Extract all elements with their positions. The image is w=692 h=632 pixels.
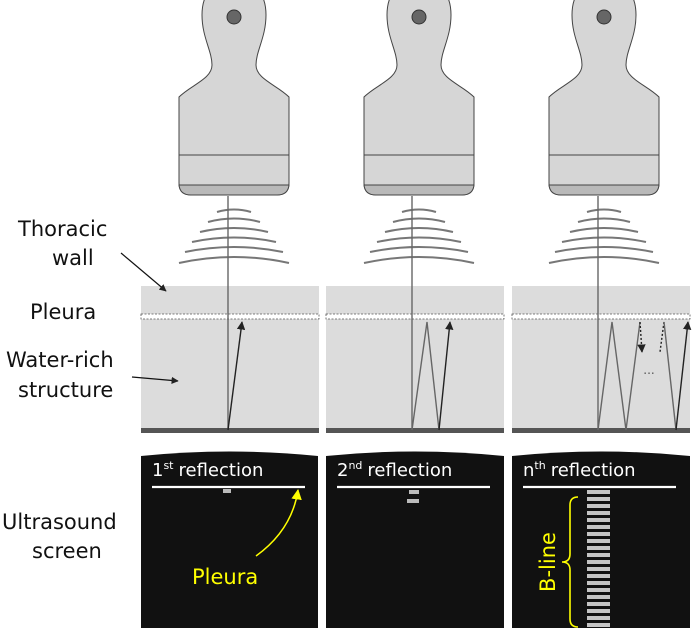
ultrasound-screen-label-line2: screen <box>32 539 102 563</box>
b-line-stripe <box>587 595 610 599</box>
b-line-stripe <box>587 574 610 578</box>
probe-3 <box>549 0 659 263</box>
b-line-stripe <box>587 490 610 494</box>
screen-3-sup: th <box>534 459 545 472</box>
thoracic-wall-label: Thoracic <box>17 217 107 241</box>
b-line-stripe <box>587 525 610 529</box>
b-line-stripe <box>587 616 610 620</box>
beam-path-1 <box>227 196 246 431</box>
water-rich-label: Water-rich <box>6 348 114 372</box>
beam-path-3 <box>597 196 692 431</box>
b-line-label: B-line <box>536 532 560 592</box>
ellipsis-text: ... <box>643 363 654 377</box>
water-rich-pointer <box>131 376 179 385</box>
b-line-stripe <box>587 532 610 536</box>
ultrasound-screen-label: Ultrasound <box>2 510 117 534</box>
water-rich-label-line2: structure <box>18 378 113 402</box>
ultrasound-screen-2: 2nd reflection <box>326 451 504 628</box>
screen-2-number: 2 <box>337 460 348 481</box>
b-line-stripe <box>587 609 610 613</box>
b-line-stripe <box>587 504 610 508</box>
probe-2 <box>364 0 474 263</box>
b-line-stripe <box>587 518 610 522</box>
thoracic-wall-label-line2: wall <box>52 246 94 270</box>
b-line-stripe <box>587 560 610 564</box>
b-line-stripe <box>587 581 610 585</box>
beam-path-2 <box>411 196 454 431</box>
b-line-stripe <box>587 567 610 571</box>
pleura-screen-label: Pleura <box>192 565 258 589</box>
b-line-stripe <box>587 588 610 592</box>
screen-3-title: reflection <box>551 460 636 481</box>
b-line-stripe <box>587 623 610 627</box>
pleura-label: Pleura <box>30 300 96 324</box>
screen-2-title: reflection <box>367 460 452 481</box>
thoracic-wall-pointer <box>120 252 167 292</box>
screen-1-number: 1 <box>152 460 163 481</box>
b-line-stripe <box>587 497 610 501</box>
ultrasound-screen-3: nth reflection B-line <box>512 451 690 628</box>
screen-2-sup: nd <box>348 459 362 472</box>
b-line-brace <box>561 496 579 628</box>
screen-3-number: n <box>523 460 534 481</box>
b-line-artifact <box>587 490 610 627</box>
screen-1-title: reflection <box>179 460 264 481</box>
b-line-stripe <box>587 553 610 557</box>
b-line-stripe <box>587 602 610 606</box>
b-line-stripe <box>587 511 610 515</box>
b-line-stripe <box>587 546 610 550</box>
probe-1 <box>179 0 289 263</box>
ultrasound-screen-1: 1st reflection Pleura <box>141 451 318 628</box>
b-line-stripe <box>587 539 610 543</box>
screen-1-sup: st <box>163 459 174 472</box>
